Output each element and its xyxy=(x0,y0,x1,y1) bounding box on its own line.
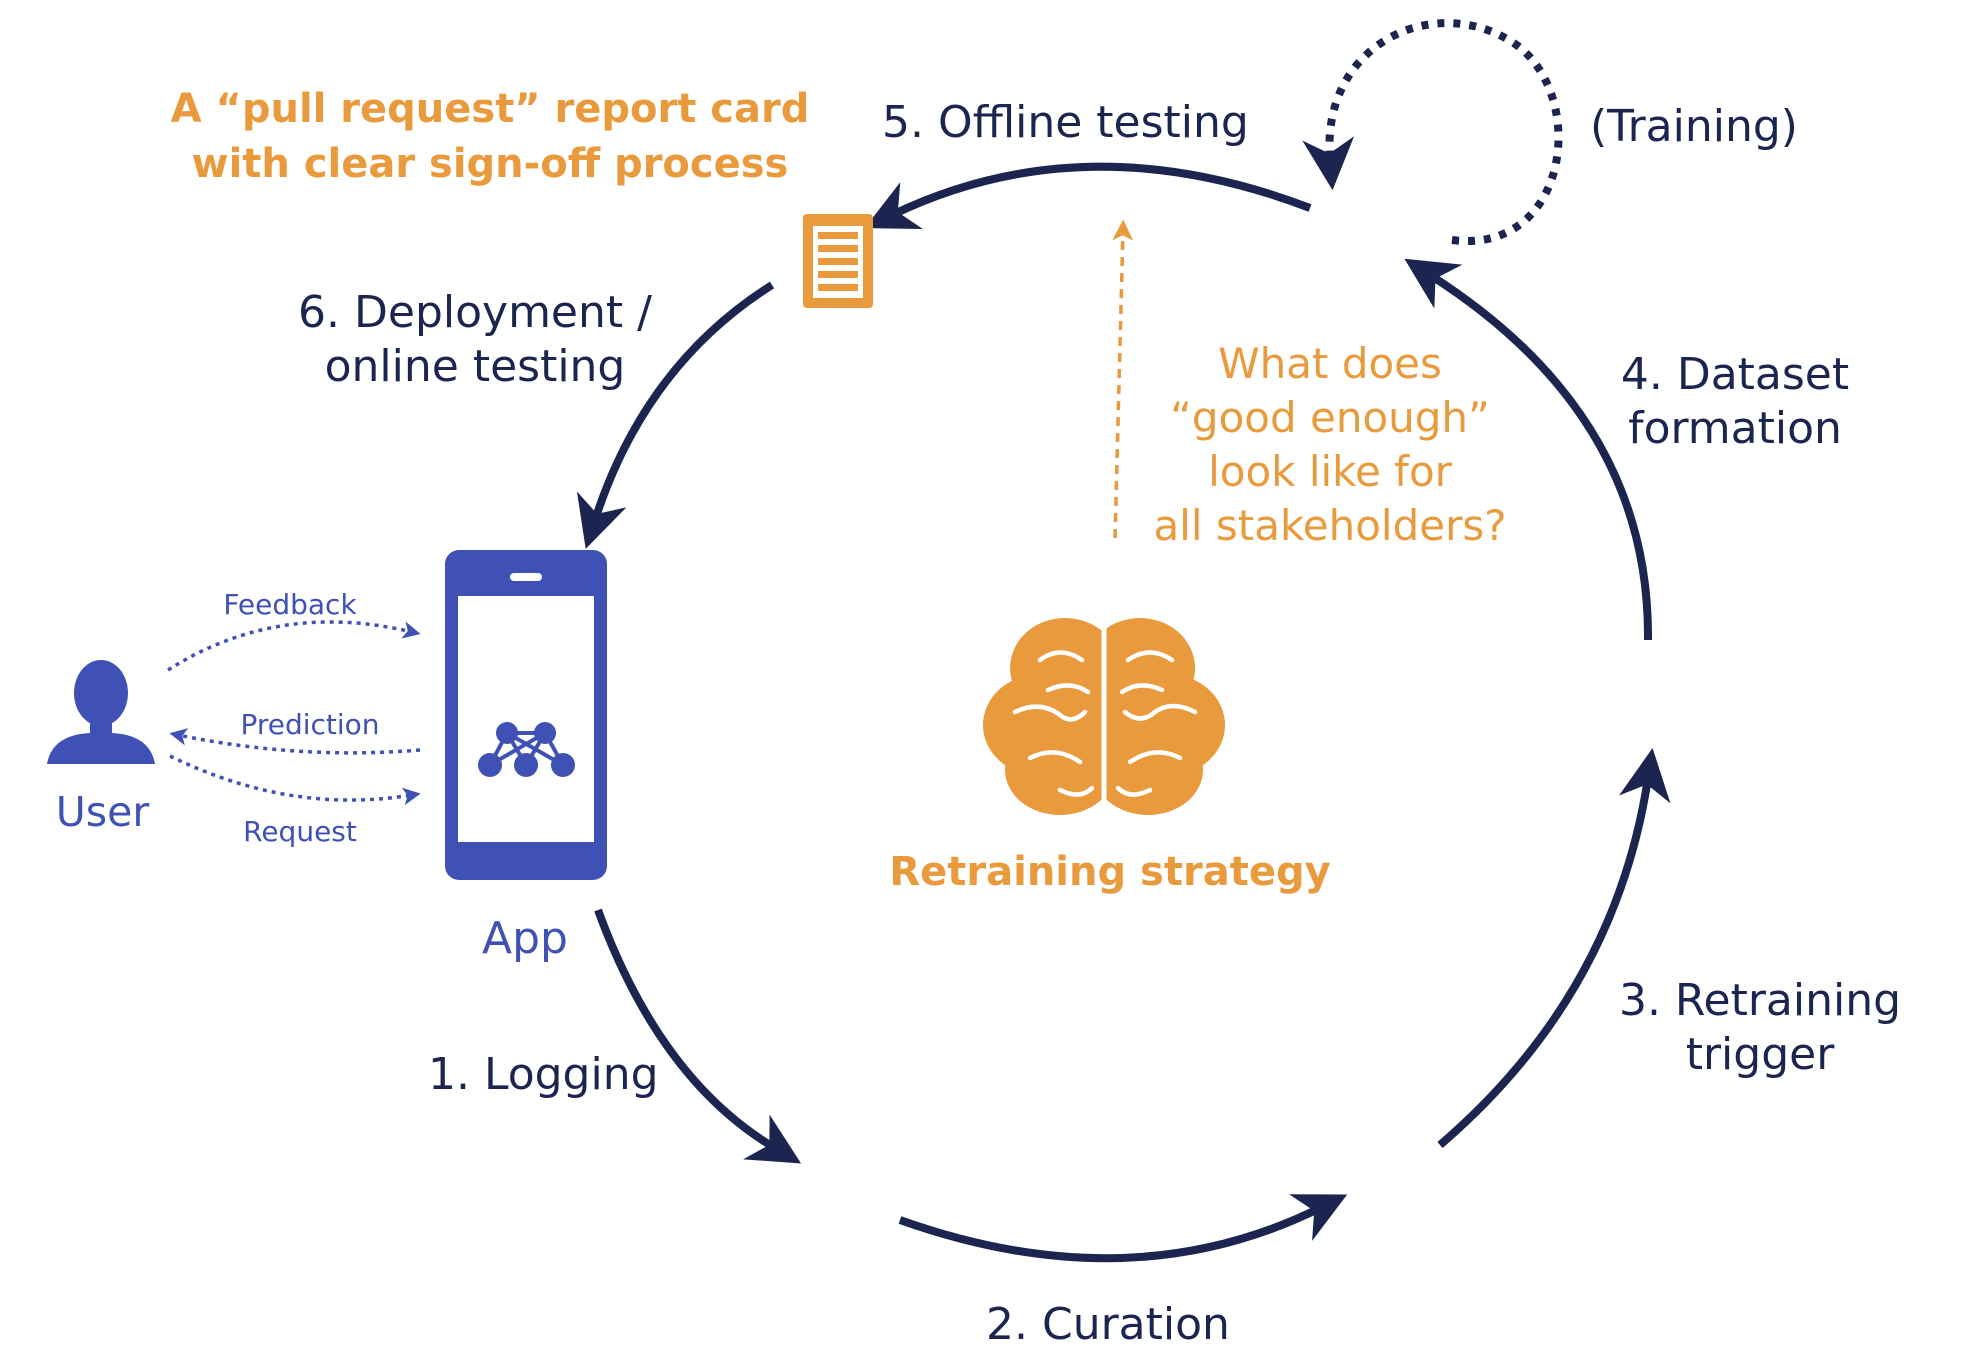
app-label: App xyxy=(482,913,568,964)
report-card-note: A “pull request” report card with clear … xyxy=(140,82,840,192)
step-retraining-trigger-line1: 3. Retraining xyxy=(1618,975,1902,1026)
feedback-label: Feedback xyxy=(223,588,357,621)
step-logging-label: 1. Logging xyxy=(428,1049,659,1100)
step-deployment-label: 6. Deployment / online testing xyxy=(265,286,685,394)
step-retraining-trigger-label: 3. Retraining trigger xyxy=(1610,974,1910,1082)
user-icon xyxy=(47,660,155,764)
good-enough-question: What does “good enough” look like for al… xyxy=(1110,337,1550,553)
step-dataset-formation-line2: formation xyxy=(1628,403,1842,454)
step-offline-testing-label: 5. Offline testing xyxy=(882,97,1249,148)
prediction-arrow xyxy=(169,728,421,755)
arrow-deployment xyxy=(576,281,775,549)
arrow-offline-testing xyxy=(864,162,1312,230)
question-line2: “good enough” xyxy=(1170,393,1490,442)
arrow-retraining-trigger xyxy=(1437,748,1671,1149)
smartphone-icon xyxy=(445,550,607,880)
feedback-arrow xyxy=(167,620,421,672)
good-enough-arrow xyxy=(1112,219,1134,539)
question-line1: What does xyxy=(1218,339,1442,388)
arrow-dataset-formation xyxy=(1404,258,1653,641)
step-dataset-formation-label: 4. Dataset formation xyxy=(1585,348,1885,456)
prediction-label: Prediction xyxy=(240,708,380,741)
step-deployment-line2: online testing xyxy=(324,341,626,392)
step-dataset-formation-line1: 4. Dataset xyxy=(1620,349,1850,400)
request-arrow xyxy=(169,754,421,806)
brain-icon xyxy=(983,618,1225,815)
report-card-icon xyxy=(803,214,873,308)
report-card-note-line2: with clear sign-off process xyxy=(191,141,789,187)
training-label: (Training) xyxy=(1590,101,1798,152)
user-label: User xyxy=(55,788,150,836)
request-label: Request xyxy=(243,815,357,848)
step-curation-label: 2. Curation xyxy=(986,1299,1230,1350)
question-line4: all stakeholders? xyxy=(1153,501,1507,550)
neural-network-icon xyxy=(478,722,575,777)
retraining-strategy-label: Retraining strategy xyxy=(889,849,1331,895)
step-deployment-line1: 6. Deployment / xyxy=(298,287,652,338)
training-loop-arrow xyxy=(1302,19,1563,246)
step-retraining-trigger-line2: trigger xyxy=(1685,1029,1835,1080)
report-card-note-line1: A “pull request” report card xyxy=(170,86,810,132)
arrow-logging xyxy=(594,908,802,1164)
arrow-curation xyxy=(898,1194,1348,1263)
question-line3: look like for xyxy=(1208,447,1452,496)
